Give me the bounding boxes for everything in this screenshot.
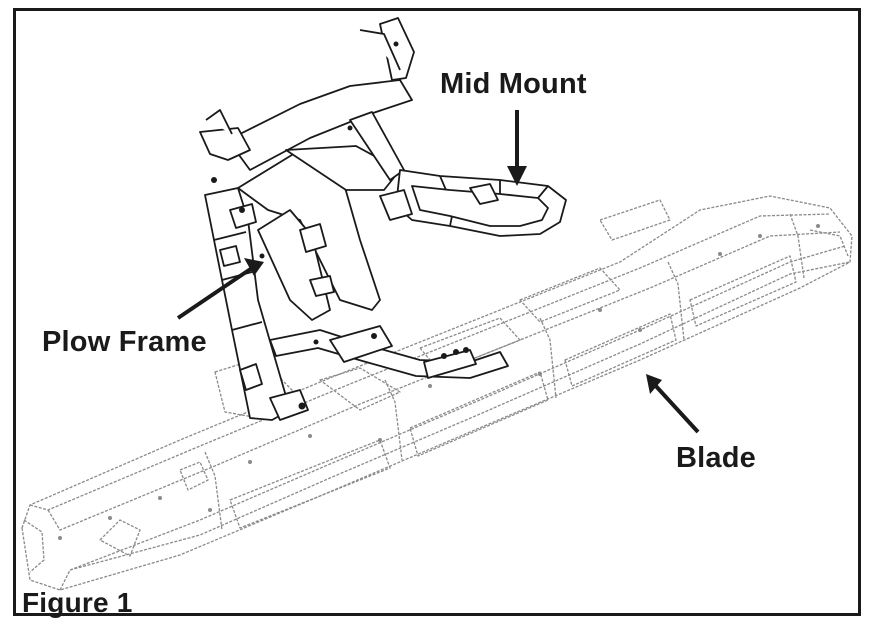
callout-arrows <box>176 110 700 434</box>
figure-frame <box>13 8 861 616</box>
plow-frame-drawing <box>199 17 509 421</box>
blade-drawing <box>21 195 853 591</box>
mid-mount-callout: Mid Mount <box>440 68 587 100</box>
figure-caption: Figure 1 <box>22 587 133 618</box>
plow-frame-callout: Plow Frame <box>42 326 207 358</box>
mid-mount-drawing <box>379 169 567 237</box>
plow-frame-bolts <box>211 41 469 410</box>
blade-callout: Blade <box>676 442 756 474</box>
blade-bolt-holes <box>58 224 820 540</box>
